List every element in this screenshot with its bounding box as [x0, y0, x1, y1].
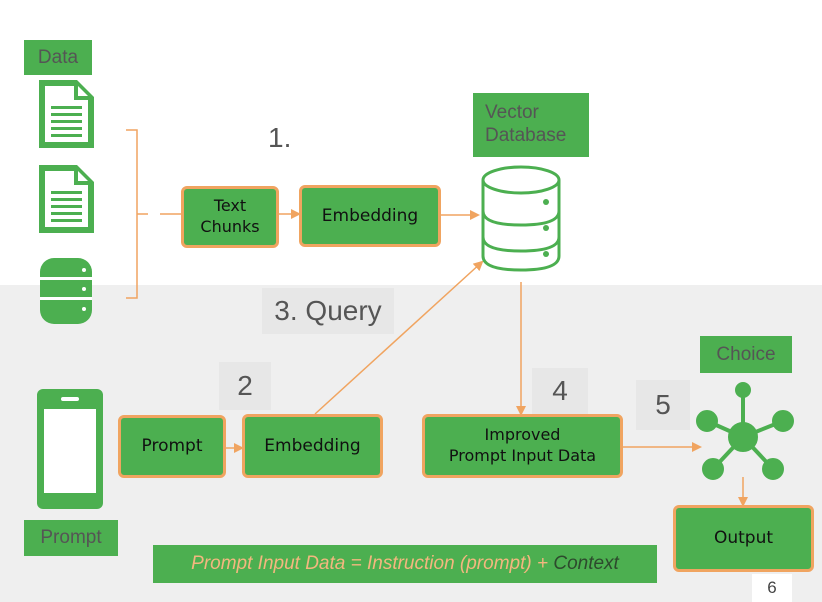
- database-icon: [481, 165, 561, 272]
- data-label: Data: [24, 40, 92, 75]
- step-4-label: 4: [532, 368, 588, 414]
- arrow-query-to-db: [314, 260, 484, 415]
- step-5-label: 5: [636, 380, 690, 430]
- document-icon: [39, 165, 94, 233]
- document-icon: [39, 80, 94, 148]
- database-icon: [40, 258, 92, 324]
- step-2-label: 2: [219, 362, 271, 410]
- text-chunks-box: Text Chunks: [181, 186, 279, 248]
- page-number: 6: [752, 574, 792, 602]
- improved-prompt-input-data-box: Improved Prompt Input Data: [422, 414, 623, 478]
- formula-main-text: Prompt Input Data = Instruction (prompt)…: [191, 553, 554, 574]
- formula-context-text: Context: [553, 553, 619, 574]
- formula-caption: Prompt Input Data = Instruction (prompt)…: [153, 545, 657, 583]
- output-box: Output: [673, 505, 814, 572]
- network-hub-icon: [696, 382, 794, 480]
- data-bracket: [126, 129, 148, 299]
- vector-database-label: Vector Database: [473, 93, 589, 157]
- prompt-label: Prompt: [24, 520, 118, 556]
- step-3-query-label: 3. Query: [262, 288, 394, 334]
- embedding-bottom-box: Embedding: [242, 414, 383, 478]
- choice-label: Choice: [700, 336, 792, 373]
- smartphone-icon: [37, 389, 103, 509]
- embedding-top-box: Embedding: [299, 185, 441, 247]
- prompt-box: Prompt: [118, 415, 226, 478]
- step-1-label: 1.: [268, 122, 292, 153]
